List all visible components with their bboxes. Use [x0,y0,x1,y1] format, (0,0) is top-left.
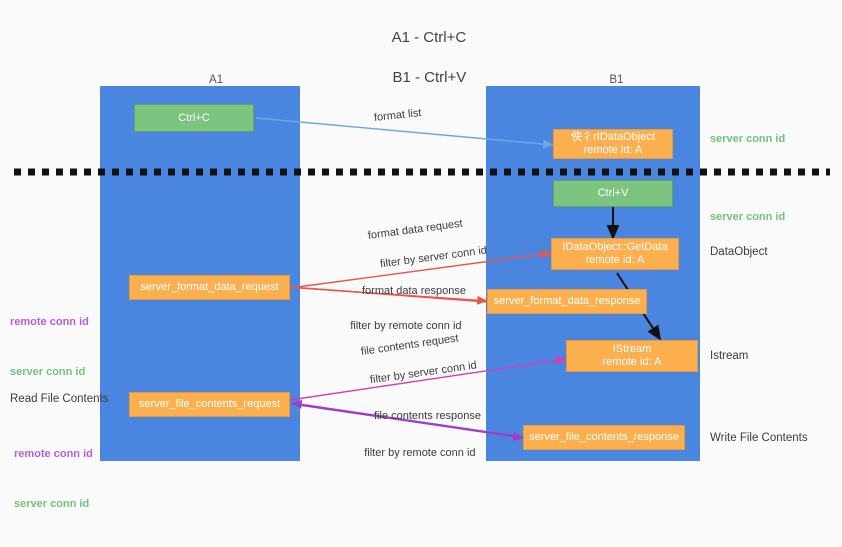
box-server-file-contents-request-label: server_file_contents_request [138,398,281,410]
edge-label-file-contents-response-filter: filter by remote conn id [352,432,476,474]
box-server-file-contents-request[interactable]: server_file_contents_request [129,392,290,417]
box-istream-line1: IStream [612,343,652,355]
filter-key-remote-conn-id-1: remote conn id [388,320,462,332]
filter-prefix-4: filter by [364,447,403,459]
right-label-server-conn-id-top: server conn id [710,133,786,145]
edge-label-format-list: format list [373,107,423,124]
left-server-conn-id-1: server conn id [10,366,86,378]
box-idataobject-first-line2: remote id: A [583,144,643,156]
right-label-dataobject: DataObject [710,246,768,258]
box-istream-line2: remote id: A [602,356,662,368]
right-label-server-conn-id-mid: server conn id [710,211,786,223]
edge-label-file-contents-response: file contents response [374,410,482,422]
filter-key-server-conn-id-1: server conn id [417,244,488,266]
right-label-write-file-contents: Write File Contents [710,432,808,444]
diagram-canvas: A1 - Ctrl+C B1 - Ctrl+V A1 remote B1 con… [0,8,842,510]
right-label-istream: Istream [710,350,749,362]
left-label-read-file-contents: Read File Contents [10,393,109,405]
box-server-format-data-response-label: server_format_data_response [493,295,641,307]
lane-b1-name: B1 [609,74,624,86]
box-ctrl-v-line1: Ctrl+V [597,187,629,199]
box-ctrl-c[interactable]: Ctrl+C [134,104,254,132]
left-remote-conn-id-2: remote conn id [14,448,93,460]
box-ctrl-v[interactable]: Ctrl+V [553,180,673,207]
left-server-conn-id-2: server conn id [14,498,90,510]
edge-label-format-data-response: format data response [362,285,466,297]
box-server-format-data-request[interactable]: server_format_data_request [129,275,290,300]
left-label-conn-ids-top: remote conn id server conn id [10,279,89,415]
box-idataobject-first-line1: 佒彳rIDataObject [571,131,655,143]
box-server-file-contents-response[interactable]: server_file_contents_response [523,425,685,450]
lane-a1-name: A1 [209,74,224,86]
filter-key-server-conn-id-2: server conn id [407,359,478,381]
title-line-1: A1 - Ctrl+C [391,29,467,46]
box-getdata-line1: IDataObject::GetData [562,241,668,253]
page-title: A1 - Ctrl+C B1 - Ctrl+V [0,8,842,108]
box-ctrl-c-line1: Ctrl+C [178,111,210,124]
filter-prefix-1: filter by [379,253,420,271]
filter-key-remote-conn-id-2: remote conn id [402,447,476,459]
filter-prefix-3: filter by [369,368,410,387]
box-server-format-data-response[interactable]: server_format_data_response [487,289,647,314]
filter-prefix-2: filter by [350,320,389,332]
left-remote-conn-id-1: remote conn id [10,316,89,328]
box-server-format-data-request-label: server_format_data_request [140,281,279,293]
title-line-2: B1 - Ctrl+V [392,69,467,86]
box-getdata[interactable]: IDataObject::GetData remote id: A [551,238,679,270]
box-getdata-line2: remote id: A [585,254,645,266]
box-server-file-contents-response-label: server_file_contents_response [529,431,679,443]
left-label-conn-ids-bottom: remote conn id server conn id [14,411,93,547]
box-idataobject-first[interactable]: 佒彳rIDataObject remote id: A [553,129,673,159]
box-istream[interactable]: IStream remote id: A [566,340,698,372]
edge-label-format-data-response-filter: filter by remote conn id [338,305,462,347]
